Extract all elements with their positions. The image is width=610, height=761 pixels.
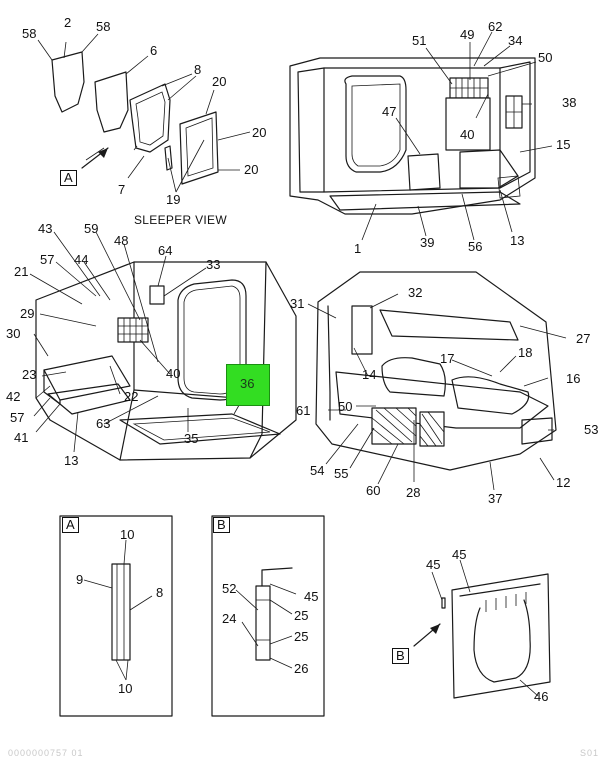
- callout-45[interactable]: 45: [304, 589, 319, 604]
- curtain: [441, 573, 551, 699]
- callout-27[interactable]: 27: [576, 331, 591, 346]
- callout-8[interactable]: 8: [156, 585, 164, 600]
- callout-10[interactable]: 10: [120, 527, 135, 542]
- detail-a-title: A: [62, 517, 79, 533]
- callout-40[interactable]: 40: [460, 127, 475, 142]
- callout-35[interactable]: 35: [184, 431, 199, 446]
- callout-30[interactable]: 30: [6, 326, 21, 341]
- callout-19[interactable]: 19: [166, 192, 181, 207]
- callout-54[interactable]: 54: [310, 463, 325, 478]
- callout-25[interactable]: 25: [294, 608, 309, 623]
- view-b-label[interactable]: B: [392, 648, 409, 664]
- callout-41[interactable]: 41: [14, 430, 29, 445]
- callout-8[interactable]: 8: [194, 62, 202, 77]
- callout-2[interactable]: 2: [64, 15, 72, 30]
- callout-49[interactable]: 49: [460, 27, 475, 42]
- callout-28[interactable]: 28: [406, 485, 421, 500]
- callout-24[interactable]: 24: [222, 611, 237, 626]
- callout-44[interactable]: 44: [74, 252, 89, 267]
- callout-64[interactable]: 64: [158, 243, 173, 258]
- callout-13[interactable]: 13: [64, 453, 79, 468]
- callout-50[interactable]: 50: [338, 399, 353, 414]
- callout-51[interactable]: 51: [412, 33, 427, 48]
- callout-20[interactable]: 20: [244, 162, 259, 177]
- callout-20[interactable]: 20: [252, 125, 267, 140]
- callout-53[interactable]: 53: [584, 422, 599, 437]
- callout-52[interactable]: 52: [222, 581, 237, 596]
- sleeper-interior: [289, 57, 536, 215]
- callout-48[interactable]: 48: [114, 233, 129, 248]
- callout-25[interactable]: 25: [294, 629, 309, 644]
- callout-58[interactable]: 58: [96, 19, 111, 34]
- callout-59[interactable]: 59: [84, 221, 99, 236]
- callout-26[interactable]: 26: [294, 661, 309, 676]
- callout-50[interactable]: 50: [538, 50, 553, 65]
- cab-interior: [35, 261, 297, 461]
- callout-56[interactable]: 56: [468, 239, 483, 254]
- exploded-panels: [51, 51, 219, 185]
- highlighted-part-36[interactable]: [226, 364, 270, 406]
- callout-34[interactable]: 34: [508, 33, 523, 48]
- callout-46[interactable]: 46: [534, 689, 549, 704]
- callout-61[interactable]: 61: [296, 403, 311, 418]
- sleeper-storage: [315, 271, 557, 471]
- callout-16[interactable]: 16: [566, 371, 581, 386]
- callout-32[interactable]: 32: [408, 285, 423, 300]
- callout-21[interactable]: 21: [14, 264, 29, 279]
- callout-33[interactable]: 33: [206, 257, 221, 272]
- view-arrows: [81, 147, 441, 647]
- callout-15[interactable]: 15: [556, 137, 571, 152]
- callout-42[interactable]: 42: [6, 389, 21, 404]
- callout-62[interactable]: 62: [488, 19, 503, 34]
- callout-10[interactable]: 10: [118, 681, 133, 696]
- callout-60[interactable]: 60: [366, 483, 381, 498]
- callout-31[interactable]: 31: [290, 296, 305, 311]
- callout-37[interactable]: 37: [488, 491, 503, 506]
- footer-page-id: S01: [580, 748, 600, 758]
- callout-47[interactable]: 47: [382, 104, 397, 119]
- callout-22[interactable]: 22: [124, 389, 139, 404]
- callout-23[interactable]: 23: [22, 367, 37, 382]
- callout-45[interactable]: 45: [452, 547, 467, 562]
- callout-58[interactable]: 58: [22, 26, 37, 41]
- callout-17[interactable]: 17: [440, 351, 455, 366]
- callout-43[interactable]: 43: [38, 221, 53, 236]
- detail-b-title: B: [213, 517, 230, 533]
- callout-12[interactable]: 12: [556, 475, 571, 490]
- callout-13[interactable]: 13: [510, 233, 525, 248]
- footer-doc-id: 0000000757 01: [8, 748, 84, 758]
- callout-14[interactable]: 14: [362, 367, 377, 382]
- sleeper-view-caption: SLEEPER VIEW: [134, 213, 227, 227]
- callout-63[interactable]: 63: [96, 416, 111, 431]
- callout-9[interactable]: 9: [76, 572, 84, 587]
- detail-b: [211, 515, 325, 717]
- callout-45[interactable]: 45: [426, 557, 441, 572]
- leader-lines: [29, 31, 567, 697]
- callout-6[interactable]: 6: [150, 43, 158, 58]
- callout-29[interactable]: 29: [20, 306, 35, 321]
- callout-7[interactable]: 7: [118, 182, 126, 197]
- callout-1[interactable]: 1: [354, 241, 362, 256]
- callout-55[interactable]: 55: [334, 466, 349, 481]
- callout-57[interactable]: 57: [10, 410, 25, 425]
- view-a-label[interactable]: A: [60, 170, 77, 186]
- callout-39[interactable]: 39: [420, 235, 435, 250]
- callout-57[interactable]: 57: [40, 252, 55, 267]
- callout-38[interactable]: 38: [562, 95, 577, 110]
- callout-18[interactable]: 18: [518, 345, 533, 360]
- highlighted-part-label: 36: [240, 376, 255, 391]
- detail-a: [59, 515, 173, 717]
- callout-40[interactable]: 40: [166, 366, 181, 381]
- callout-20[interactable]: 20: [212, 74, 227, 89]
